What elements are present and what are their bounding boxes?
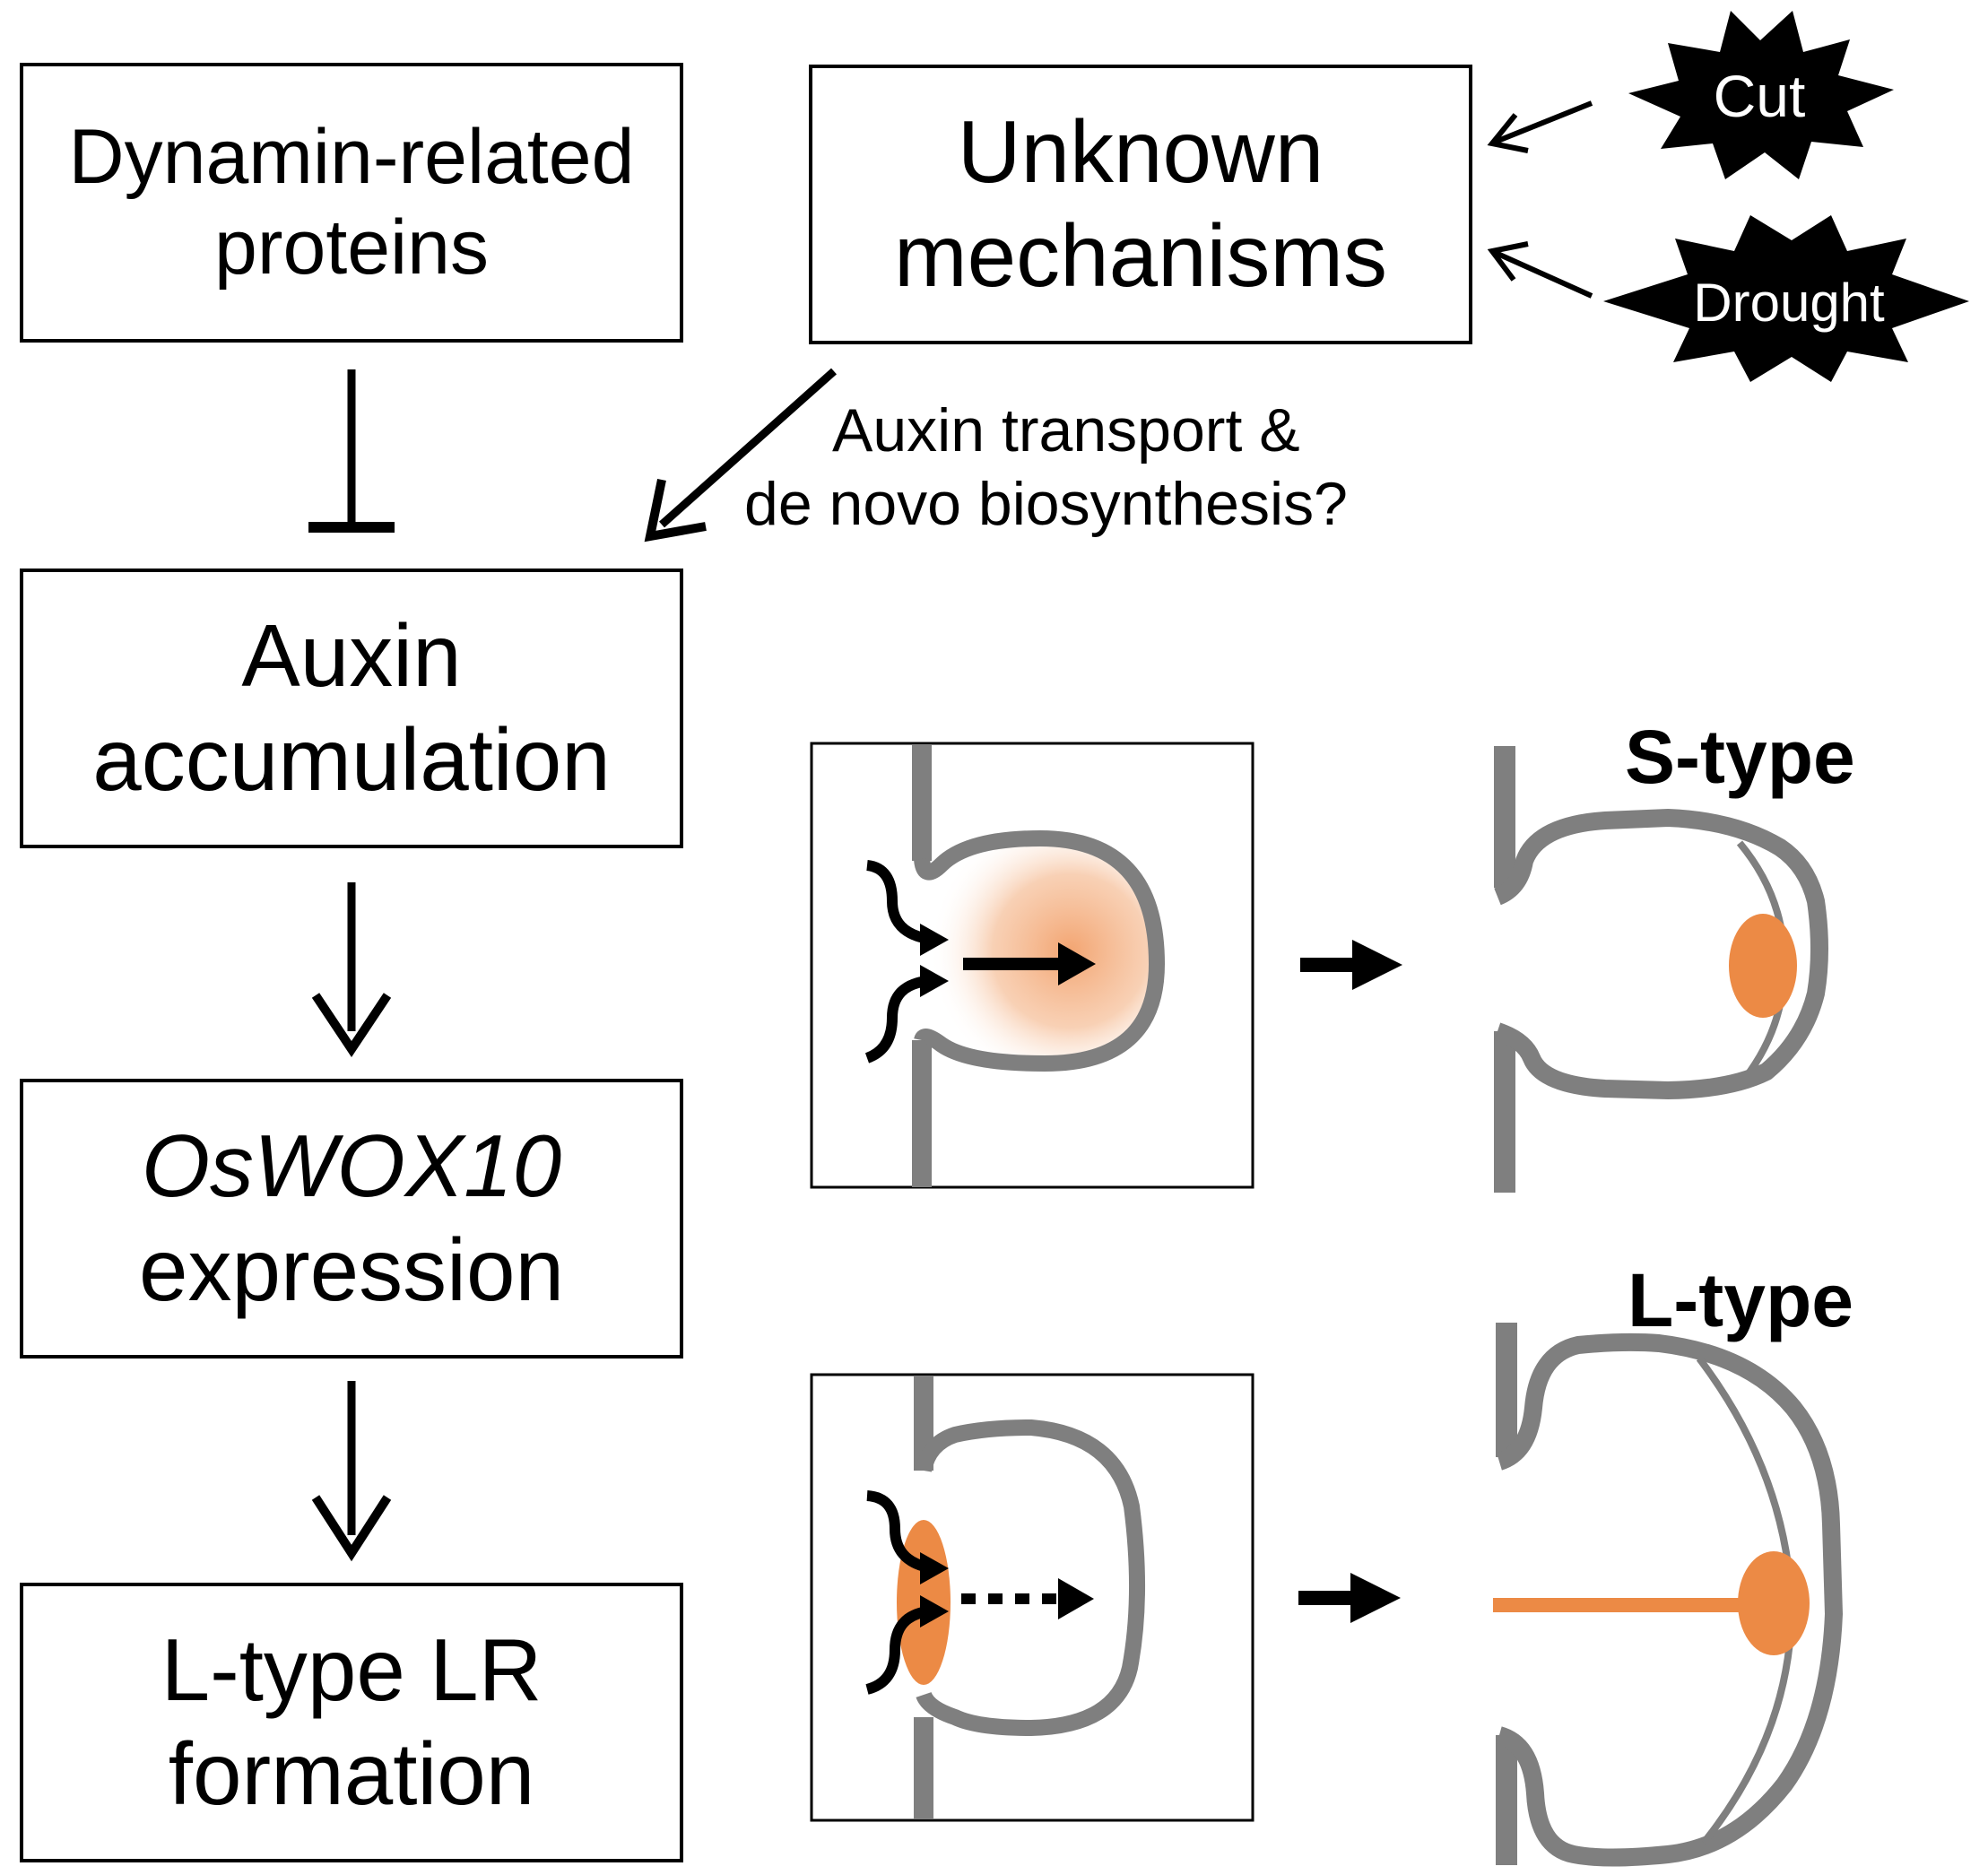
edge-label-auxin-transport: Auxin transport & de novo biosynthesis? (744, 395, 1348, 541)
ltype-formation-line1: L-type LR (161, 1620, 543, 1720)
drought-label: Drought (1693, 273, 1885, 333)
s-type-title: S-type (1625, 715, 1855, 799)
box-dynamin-related-proteins: Dynamin-related proteins (20, 63, 683, 343)
unknown-line1: Unknown (957, 102, 1324, 202)
l-type-title: L-type (1628, 1258, 1853, 1342)
dynamin-line2: proteins (214, 204, 489, 291)
box-ltype-lr-formation: L-type LR formation (20, 1583, 683, 1862)
l-type-root (1493, 1323, 1844, 1867)
auxin-line1: Auxin (241, 606, 462, 706)
arrow-oswox-to-formation (311, 1381, 392, 1562)
arrow-auxin-to-oswox (311, 882, 392, 1058)
box-auxin-accumulation: Auxin accumulation (20, 569, 683, 848)
oswox-line1: OsWOX10 (141, 1116, 562, 1216)
panel-s-early (810, 742, 1254, 1189)
unknown-line2: mechanisms (893, 206, 1388, 305)
cut-label: Cut (1714, 63, 1806, 129)
auxin-line2: accumulation (92, 710, 611, 809)
ltype-formation-line2: formation (168, 1724, 535, 1823)
box-oswox10-expression: OsWOX10 expression (20, 1079, 683, 1359)
s-type-root (1493, 746, 1828, 1193)
box-unknown-mechanisms: Unknown mechanisms (809, 65, 1472, 344)
cut-starburst (1628, 11, 1894, 179)
oswox-line2: expression (139, 1220, 564, 1319)
panel-l-early (810, 1373, 1254, 1822)
arrow-unknown-to-auxin (644, 368, 837, 543)
dynamin-line1: Dynamin-related (68, 113, 635, 200)
arrow-to-s-type (1300, 940, 1402, 990)
inhibition-arrow (308, 369, 395, 533)
drought-starburst (1603, 215, 1969, 382)
edge-label-line1: Auxin transport & (832, 396, 1300, 464)
edge-label-line2: de novo biosynthesis? (744, 469, 1348, 538)
arrow-drought-to-unknown (1487, 241, 1593, 299)
arrow-cut-to-unknown (1487, 100, 1593, 153)
arrow-to-l-type (1298, 1573, 1401, 1623)
